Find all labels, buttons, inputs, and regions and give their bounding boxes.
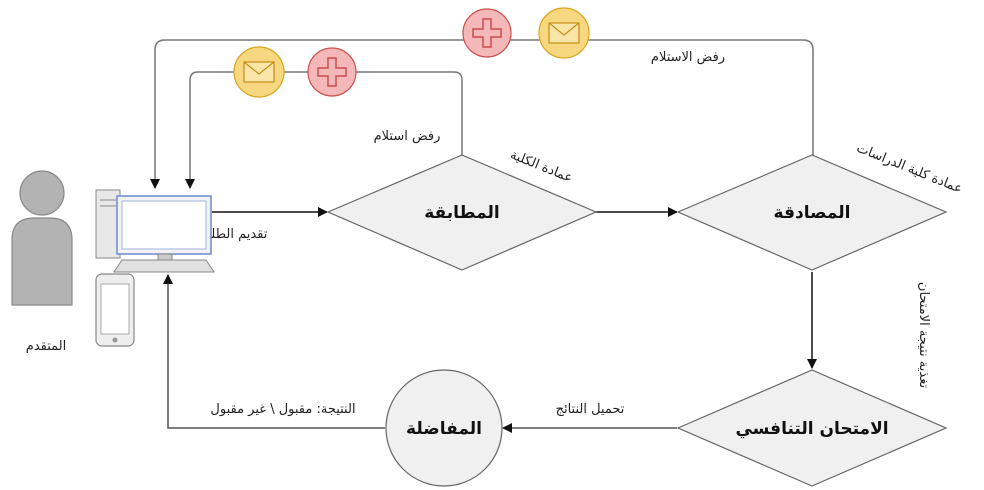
exam-label: الامتحان التنافسي: [735, 419, 888, 439]
medical-cross-icon: [307, 47, 357, 97]
person-icon: [11, 170, 73, 306]
submit-request-label: تقديم الطلب: [199, 227, 268, 242]
exam-node: [676, 369, 948, 487]
result-status-label: النتيجة: مقبول \ غير مقبول: [210, 402, 355, 417]
selection-to-applicant-connector: [163, 274, 385, 429]
upload-results-label: تحميل النتائج: [556, 402, 625, 417]
feed-exam-result-label: تغذية نتيجة الامتحان: [916, 282, 931, 389]
medical-cross-icon: [462, 8, 512, 58]
mail-icon: [233, 46, 285, 98]
selection-node: [385, 369, 503, 487]
validation-node: [676, 154, 948, 271]
mail-icon: [538, 7, 590, 59]
matching-node: [326, 154, 598, 271]
matching-label: المطابقة: [424, 203, 499, 223]
computer-icon: [95, 189, 215, 273]
reject-outer-label: رفض الاستلام: [651, 50, 725, 65]
reject-inner-label: رفض استلام: [374, 129, 441, 144]
phone-icon: [95, 273, 135, 347]
validation-label: المصادقة: [774, 203, 851, 223]
applicant-label: المتقدم: [26, 339, 66, 354]
selection-label: المفاضلة: [406, 419, 482, 439]
